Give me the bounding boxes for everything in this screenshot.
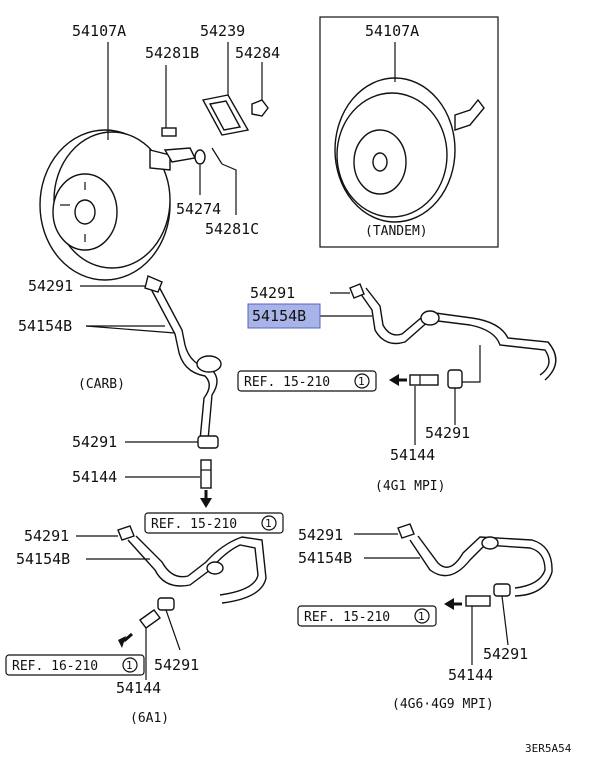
clamp-4g1-bottom[interactable] bbox=[447, 369, 463, 389]
ref-6a1-box[interactable]: REF. 16-210 1 bbox=[5, 654, 145, 676]
label-clamp-4g6-top: 54291 bbox=[298, 526, 343, 544]
hose-carb[interactable] bbox=[144, 275, 222, 441]
clamp-carb-bottom[interactable] bbox=[197, 435, 219, 449]
ref-4g1-box[interactable]: REF. 15-210 1 bbox=[237, 370, 377, 392]
label-clamp-carb-top: 54291 bbox=[28, 277, 73, 295]
check-valve-6a1[interactable] bbox=[139, 609, 161, 629]
label-booster-main: 54107A bbox=[72, 22, 126, 40]
nut-54284[interactable] bbox=[251, 62, 269, 117]
brake-booster-tandem[interactable] bbox=[334, 77, 485, 223]
ref-6a1-num: 1 bbox=[126, 659, 133, 672]
caption-tandem: (TANDEM) bbox=[365, 224, 428, 239]
label-clamp-carb-bottom: 54291 bbox=[72, 433, 117, 451]
ref-4g1-text: REF. 15-210 bbox=[244, 375, 330, 390]
label-clamp-6a1-bottom: 54291 bbox=[154, 656, 199, 674]
ref-4g6-num: 1 bbox=[418, 610, 425, 623]
label-clamp-4g1-bottom: 54291 bbox=[425, 424, 470, 442]
brake-booster-main[interactable] bbox=[39, 129, 197, 281]
caption-4g6: (4G6·4G9 MPI) bbox=[392, 697, 494, 712]
washer-54274[interactable] bbox=[194, 149, 206, 195]
label-valve-carb: 54144 bbox=[72, 468, 117, 486]
label-hose-carb: 54154B bbox=[18, 317, 72, 335]
highlight-54154b[interactable] bbox=[247, 303, 321, 329]
ref-4g6-text: REF. 15-210 bbox=[304, 610, 390, 625]
ref-6a1-text: REF. 16-210 bbox=[12, 659, 98, 674]
arrow-6a1 bbox=[118, 632, 133, 648]
label-clamp-4g1-top: 54291 bbox=[250, 284, 295, 302]
arrow-carb bbox=[200, 490, 212, 508]
check-valve-4g6[interactable] bbox=[465, 595, 491, 607]
label-pin-bottom: 54281C bbox=[205, 220, 259, 238]
label-clamp-6a1-top: 54291 bbox=[24, 527, 69, 545]
ref-carb-num: 1 bbox=[265, 517, 272, 530]
label-nut: 54284 bbox=[235, 44, 280, 62]
diagram-code: 3ER5A54 bbox=[525, 742, 572, 755]
caption-4g1: (4G1 MPI) bbox=[375, 479, 445, 494]
arrow-4g1 bbox=[389, 374, 407, 386]
pin-54281b[interactable] bbox=[161, 65, 177, 137]
label-gasket: 54239 bbox=[200, 22, 245, 40]
arrow-4g6 bbox=[444, 598, 462, 610]
label-washer: 54274 bbox=[176, 200, 221, 218]
caption-6a1: (6A1) bbox=[130, 711, 169, 726]
pin-54281c[interactable] bbox=[211, 147, 237, 215]
hose-6a1[interactable] bbox=[117, 525, 267, 604]
ref-carb-text: REF. 15-210 bbox=[151, 517, 237, 532]
label-hose-4g6: 54154B bbox=[298, 549, 352, 567]
clamp-4g6-bottom[interactable] bbox=[493, 583, 511, 597]
tandem-frame bbox=[319, 16, 499, 248]
ref-carb-box[interactable]: REF. 15-210 1 bbox=[144, 512, 284, 534]
ref-4g1-num: 1 bbox=[358, 375, 365, 388]
check-valve-4g1[interactable] bbox=[409, 374, 439, 386]
label-hose-6a1: 54154B bbox=[16, 550, 70, 568]
clamp-6a1-bottom[interactable] bbox=[157, 597, 175, 611]
hose-4g1[interactable] bbox=[349, 283, 557, 383]
check-valve-carb[interactable] bbox=[200, 459, 212, 489]
label-clamp-4g6-bottom: 54291 bbox=[483, 645, 528, 663]
hose-4g6[interactable] bbox=[397, 523, 553, 597]
caption-carb: (CARB) bbox=[78, 377, 125, 392]
ref-4g6-box[interactable]: REF. 15-210 1 bbox=[297, 605, 437, 627]
gasket-54239[interactable] bbox=[201, 94, 250, 136]
label-valve-6a1: 54144 bbox=[116, 679, 161, 697]
label-pin-top: 54281B bbox=[145, 44, 199, 62]
label-booster-tandem: 54107A bbox=[365, 22, 419, 40]
label-valve-4g1: 54144 bbox=[390, 446, 435, 464]
label-valve-4g6: 54144 bbox=[448, 666, 493, 684]
label-hose-4g1[interactable]: 54154B bbox=[252, 307, 306, 325]
